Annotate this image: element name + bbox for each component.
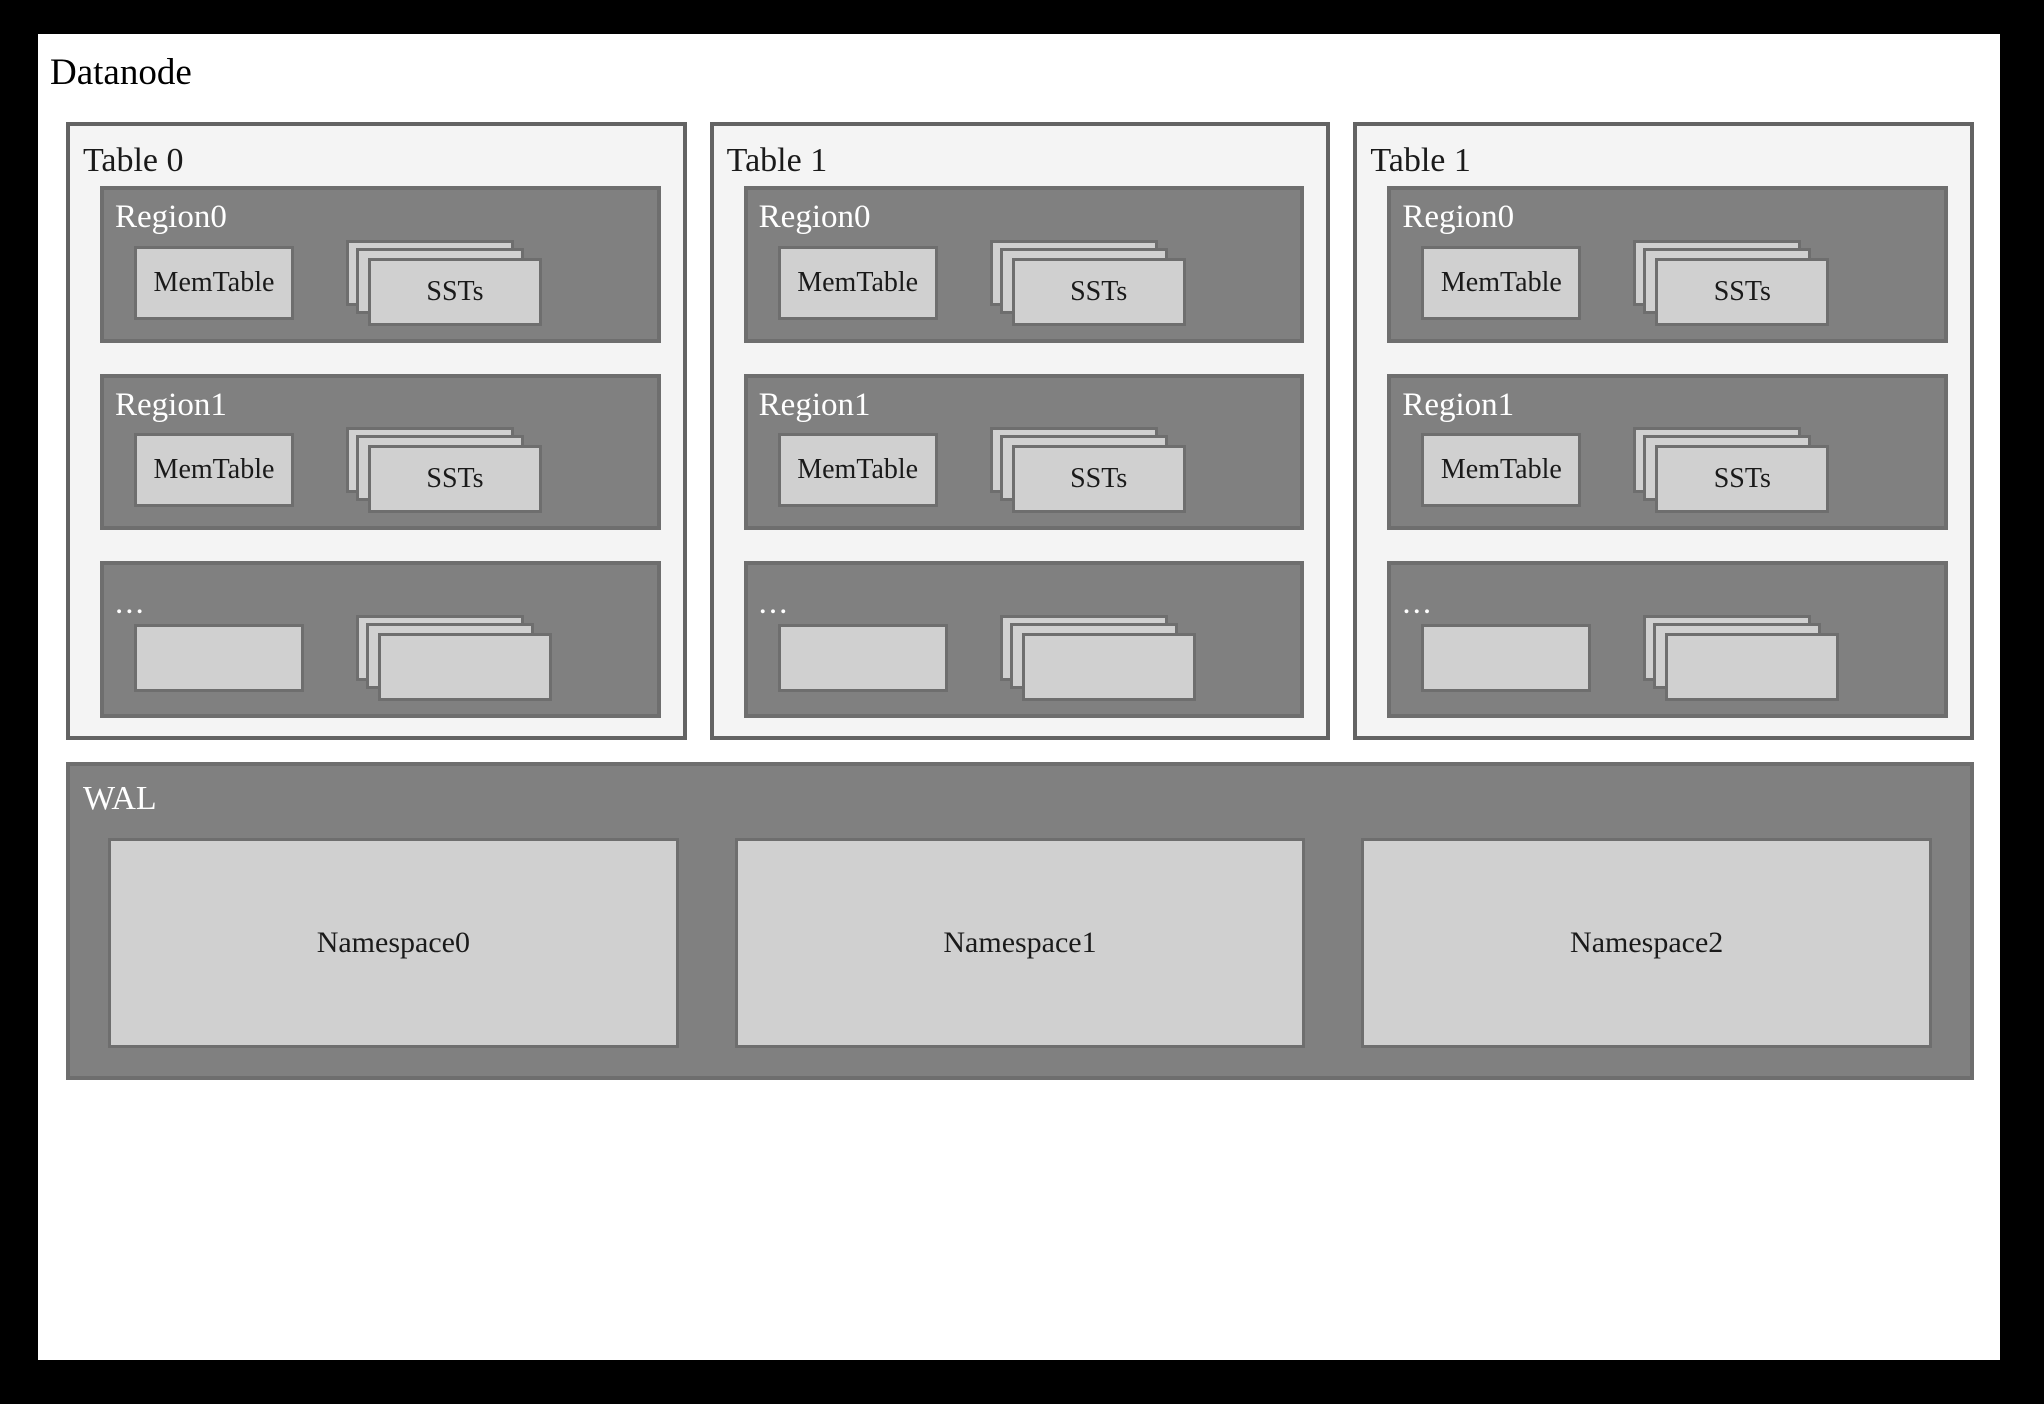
wal-container[interactable]: WAL Namespace0 Namespace1 Namespace2 — [66, 762, 1974, 1080]
region-box[interactable]: Region1 MemTable SSTs — [100, 373, 661, 531]
memtable-box-placeholder[interactable] — [1421, 624, 1592, 693]
sst-stack-placeholder[interactable] — [1643, 615, 1840, 702]
memtable-box[interactable]: MemTable — [134, 433, 294, 508]
sst-stack[interactable]: SSTs — [346, 239, 542, 326]
region-label: Region0 — [115, 199, 227, 235]
table-container-2[interactable]: Table 1 Region0 MemTable SSTs Region1 — [1353, 122, 1975, 740]
sst-sheet-front — [1021, 633, 1196, 702]
region-box[interactable]: Region1 MemTable SSTs — [1387, 373, 1949, 531]
region-content: MemTable SSTs — [1421, 427, 1926, 514]
sst-sheet-front — [378, 633, 552, 702]
region-label: Region0 — [758, 199, 871, 235]
table-container-1[interactable]: Table 1 Region0 MemTable SSTs Region1 — [709, 122, 1331, 740]
region-box[interactable]: Region0 MemTable SSTs — [1387, 186, 1949, 343]
table-label: Table 0 — [83, 142, 184, 179]
namespace-box[interactable]: Namespace1 — [734, 838, 1306, 1048]
wal-label: WAL — [83, 780, 157, 817]
memtable-box[interactable]: MemTable — [1421, 245, 1582, 320]
table-label: Table 1 — [726, 142, 828, 179]
sst-stack[interactable]: SSTs — [989, 427, 1186, 514]
sst-sheet-front: SSTs — [368, 445, 542, 514]
sst-stack[interactable]: SSTs — [346, 427, 542, 514]
page-title: Datanode — [50, 52, 192, 93]
sst-stack-placeholder[interactable] — [356, 615, 552, 702]
tables-row: Table 0 Region0 MemTable SSTs Region1 — [66, 122, 1975, 740]
memtable-box-placeholder[interactable] — [134, 624, 304, 693]
sst-stack[interactable]: SSTs — [1633, 239, 1830, 326]
sst-stack-placeholder[interactable] — [999, 615, 1196, 702]
memtable-box[interactable]: MemTable — [134, 245, 294, 320]
ellipsis-label: ... — [115, 585, 146, 622]
ellipsis-label: ... — [1402, 585, 1434, 622]
region-box[interactable]: Region1 MemTable SSTs — [743, 373, 1305, 531]
sst-stack[interactable]: SSTs — [1633, 427, 1830, 514]
region-content — [777, 615, 1283, 702]
sst-sheet-front: SSTs — [1655, 445, 1830, 514]
sst-sheet-front: SSTs — [1011, 445, 1186, 514]
region-label: Region1 — [1402, 386, 1515, 423]
sst-sheet-front: SSTs — [1011, 257, 1186, 326]
namespace-box[interactable]: Namespace2 — [1361, 838, 1933, 1048]
region-label: Region1 — [115, 386, 227, 423]
region-label: Region1 — [758, 386, 871, 423]
region-content: MemTable SSTs — [134, 239, 639, 326]
region-box-more[interactable]: ... — [100, 561, 661, 719]
memtable-box[interactable]: MemTable — [777, 433, 938, 508]
memtable-box[interactable]: MemTable — [777, 245, 938, 320]
region-content: MemTable SSTs — [777, 427, 1283, 514]
sst-sheet-front — [1665, 633, 1840, 702]
region-content — [134, 615, 639, 702]
regions-stack: Region0 MemTable SSTs Region1 MemTable — [100, 186, 661, 719]
memtable-box[interactable]: MemTable — [1421, 433, 1582, 508]
regions-stack: Region0 MemTable SSTs Region1 MemTable — [1387, 186, 1949, 719]
sst-sheet-front: SSTs — [1655, 257, 1830, 326]
region-label: Region0 — [1402, 199, 1515, 235]
region-box-more[interactable]: ... — [743, 561, 1305, 719]
region-box[interactable]: Region0 MemTable SSTs — [100, 186, 661, 343]
region-content: MemTable SSTs — [134, 427, 639, 514]
region-content: MemTable SSTs — [777, 239, 1283, 326]
table-container-0[interactable]: Table 0 Region0 MemTable SSTs Region1 — [66, 122, 687, 740]
sst-sheet-front: SSTs — [368, 257, 542, 326]
namespace-box[interactable]: Namespace0 — [108, 838, 679, 1048]
region-content — [1421, 615, 1926, 702]
memtable-box-placeholder[interactable] — [777, 624, 948, 693]
region-box[interactable]: Region0 MemTable SSTs — [743, 186, 1305, 343]
ellipsis-label: ... — [758, 585, 790, 622]
sst-stack[interactable]: SSTs — [989, 239, 1186, 326]
region-content: MemTable SSTs — [1421, 239, 1926, 326]
table-label: Table 1 — [1370, 142, 1471, 179]
regions-stack: Region0 MemTable SSTs Region1 MemTable — [743, 186, 1305, 719]
region-box-more[interactable]: ... — [1387, 561, 1949, 719]
datanode-canvas: Datanode Table 0 Region0 MemTable SSTs — [38, 34, 2000, 1360]
namespaces-row: Namespace0 Namespace1 Namespace2 — [108, 838, 1933, 1048]
